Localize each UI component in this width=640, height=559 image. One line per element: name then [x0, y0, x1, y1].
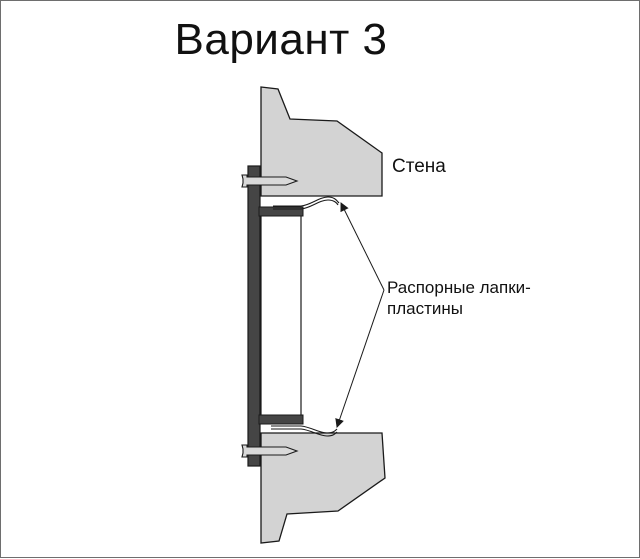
label-struts-line2: пластины [387, 299, 463, 318]
box-flange-bottom [258, 414, 304, 425]
wall-upper [260, 86, 383, 197]
strut-lower [271, 425, 338, 437]
label-struts: Распорные лапки- пластины [387, 277, 531, 319]
frame-plate [247, 165, 261, 467]
strut-upper [273, 196, 340, 210]
box-flange-top [258, 206, 304, 217]
label-struts-line1: Распорные лапки- [387, 278, 531, 297]
callout-arrow-lower [335, 289, 385, 428]
inner-box [260, 212, 302, 422]
diagram-title: Вариант 3 [174, 15, 388, 64]
label-wall: Стена [392, 156, 446, 177]
callout-arrow-upper [340, 202, 385, 291]
wall-lower [260, 432, 386, 544]
screw-upper [241, 174, 299, 188]
screw-lower [241, 444, 299, 458]
